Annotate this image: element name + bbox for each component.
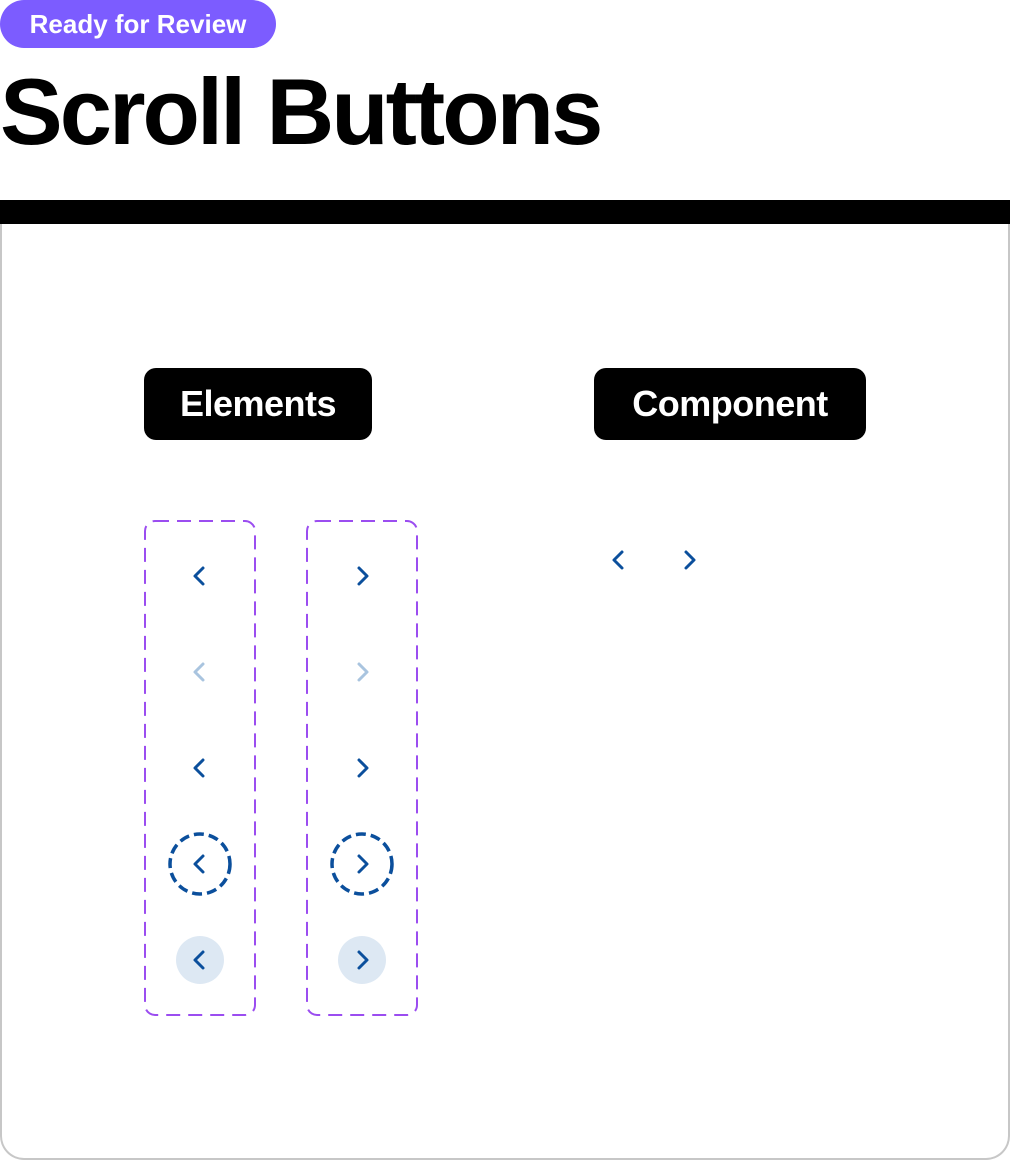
scroll-button-next-disabled: [330, 640, 394, 704]
chevron-right-icon: [357, 950, 369, 970]
scroll-button-next-default[interactable]: [330, 544, 394, 608]
focus-ring: [168, 832, 232, 896]
variant-frame: [306, 520, 418, 1016]
section-label-elements: Elements: [144, 368, 372, 440]
focus-ring: [330, 832, 394, 896]
scroll-button-previous-hover[interactable]: [176, 936, 224, 984]
chevron-right-icon: [357, 566, 369, 586]
scroll-button-next-pressed[interactable]: [330, 736, 394, 800]
scroll-previous-button[interactable]: [594, 528, 644, 592]
variant-column-next: [306, 520, 418, 1016]
scroll-buttons-component: [594, 528, 724, 592]
scroll-next-button[interactable]: [664, 528, 714, 592]
status-badge: Ready for Review: [0, 0, 276, 48]
variant-column-previous: [144, 520, 256, 1016]
scroll-button-next-hover[interactable]: [338, 936, 386, 984]
chevron-right-icon: [357, 758, 369, 778]
chevron-left-icon: [193, 662, 205, 682]
chevron-left-icon: [193, 950, 205, 970]
variant-frame: [144, 520, 256, 1016]
chevron-right-icon: [357, 854, 369, 874]
section-label-component: Component: [594, 368, 866, 440]
chevron-right-icon: [684, 550, 696, 570]
scroll-button-previous-default[interactable]: [168, 544, 232, 608]
canvas-frame: [0, 200, 1010, 1160]
scroll-button-next-focus[interactable]: [330, 832, 394, 896]
title-divider: [0, 200, 1010, 224]
chevron-left-icon: [612, 550, 624, 570]
scroll-button-previous-disabled: [168, 640, 232, 704]
chevron-left-icon: [193, 758, 205, 778]
scroll-button-previous-focus[interactable]: [168, 832, 232, 896]
scroll-button-previous-pressed[interactable]: [168, 736, 232, 800]
chevron-left-icon: [193, 566, 205, 586]
chevron-left-icon: [193, 854, 205, 874]
chevron-right-icon: [357, 662, 369, 682]
page-title: Scroll Buttons: [0, 59, 603, 164]
